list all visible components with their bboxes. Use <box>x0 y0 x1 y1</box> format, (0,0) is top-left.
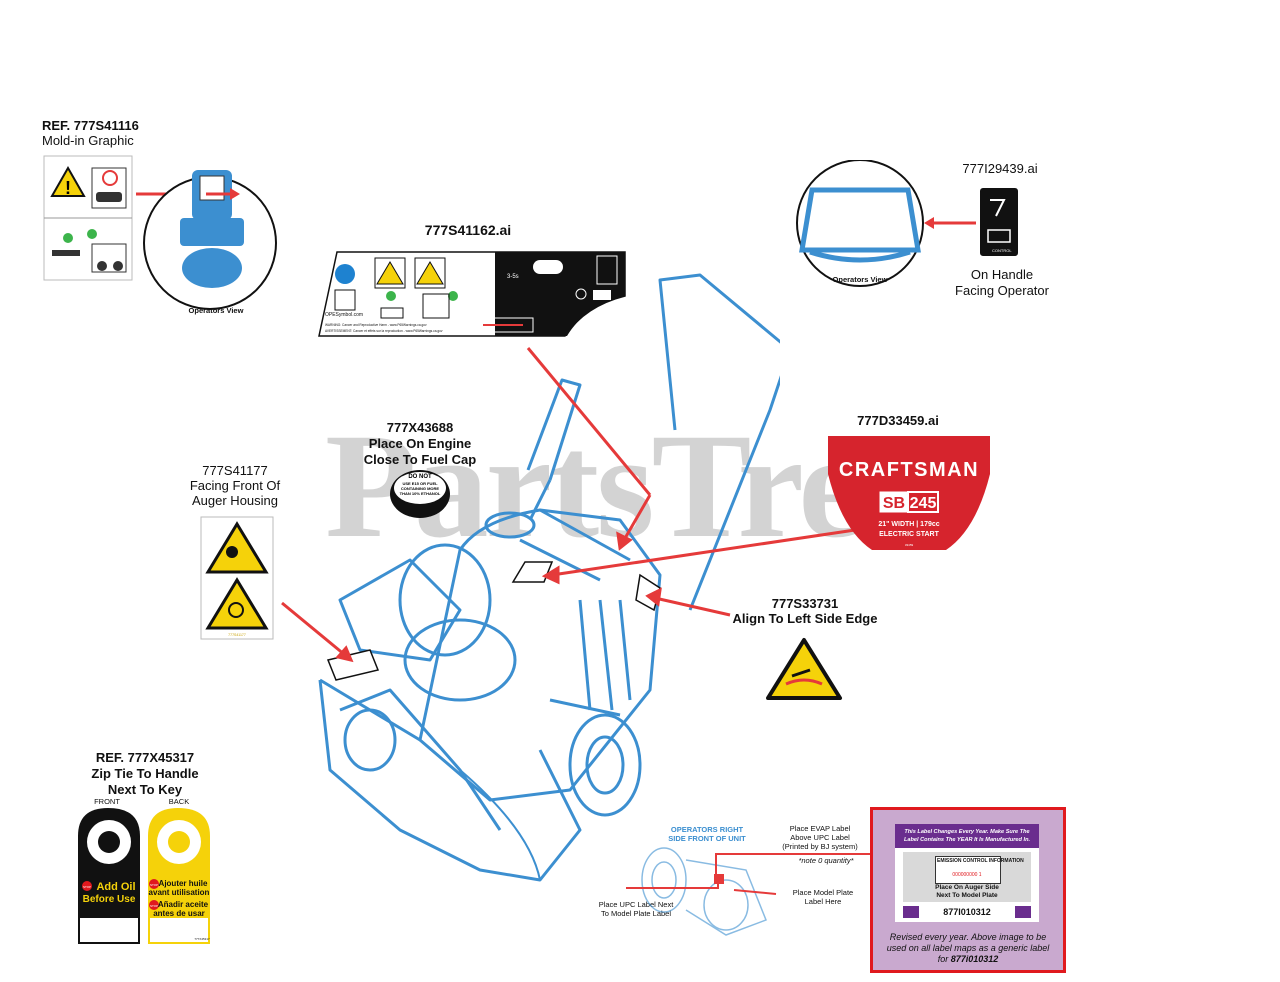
craftsman-start: ELECTRIC START <box>879 531 939 538</box>
zip-b4: antes de usar <box>153 909 205 918</box>
svg-text:!: ! <box>65 178 71 198</box>
fuel-t3: CONTAINING MORE <box>401 486 439 491</box>
year-rev-part: 877i010312 <box>950 954 999 964</box>
side-label-1: OPERATORS RIGHT <box>670 825 744 834</box>
panel-decal-graphic: 3-5s OPESymbol.com WARNING: Cancer and R… <box>318 251 626 337</box>
panel-warning2: AVERTISSEMENT: Cancer et effets sur la r… <box>325 329 443 333</box>
emission-num: 000000000 1 <box>952 872 982 878</box>
year-part: 877I010312 <box>919 906 1015 918</box>
emission-title: EMISSION CONTROL INFORMATION <box>937 858 1024 864</box>
auger-code: 777S41177 <box>228 633 246 637</box>
fuel-cap-line1: Place On Engine <box>368 436 472 451</box>
craftsman-brand: CRAFTSMAN <box>839 459 979 481</box>
auger-line1: Facing Front Of <box>189 478 281 493</box>
hot-surface-decal <box>766 638 842 700</box>
fuel-t2: USE E15 OR FUEL <box>402 481 438 486</box>
side-label-2: SIDE FRONT OF UNIT <box>668 834 746 843</box>
handle-view-label: Operators View <box>832 275 888 284</box>
year-label-frame: This Label Changes Every Year. Make Sure… <box>870 807 1066 973</box>
evap-note: *note 0 quantity* <box>798 856 854 865</box>
zip-front: FRONT <box>94 797 120 806</box>
warning-icon <box>50 165 86 197</box>
plate-2: Label Here <box>804 897 842 906</box>
zip-f1: Add Oil <box>96 881 135 893</box>
year-place2: Next To Model Plate <box>936 892 998 899</box>
panel-site-text: OPESymbol.com <box>325 312 363 318</box>
zip-f2: Before Use <box>83 894 136 905</box>
mold-in-desc: Mold-in Graphic <box>42 133 134 148</box>
handle-line2: Facing Operator <box>955 283 1049 298</box>
zip-stop-back2: STOP <box>150 904 158 908</box>
auger-ref: 777S41177 <box>202 463 268 478</box>
zip-line2: Next To Key <box>107 782 183 797</box>
fuel-cap-line2: Close To Fuel Cap <box>363 452 477 467</box>
year-label-header <box>895 824 1039 848</box>
handle-line1: On Handle <box>970 267 1034 282</box>
mold-in-view-label: Operators View <box>188 306 244 315</box>
upc-1: Place UPC Label Next <box>598 900 674 909</box>
year-label-card: This Label Changes Every Year. Make Sure… <box>895 824 1039 922</box>
edge-desc: Align To Left Side Edge <box>732 611 878 626</box>
year-h2: Label Contains The YEAR It Is Manufactur… <box>903 837 1031 843</box>
zip-code: 777X45317 <box>194 937 210 941</box>
zip-b2: avant utilisation <box>149 888 210 897</box>
evap-1: Place EVAP Label <box>789 824 851 833</box>
auger-line2: Auger Housing <box>192 493 278 508</box>
handle-decal-graphic: CONTROL <box>796 160 1018 287</box>
panel-warning1: WARNING: Cancer and Reproductive Harm - … <box>325 323 427 327</box>
year-rev3: for <box>937 954 949 964</box>
model-plate-diagram <box>626 847 870 936</box>
zip-ref: REF. 777X45317 <box>95 750 195 765</box>
zip-tie-tags: STOP Add Oil Before Use STOP Ajouter hui… <box>78 808 210 944</box>
zip-b1: Ajouter huile <box>159 879 208 888</box>
evap-2: Above UPC Label <box>790 833 850 842</box>
auger-decal: 777S41177 <box>200 516 274 640</box>
craftsman-model-num: 245 <box>910 495 937 512</box>
upc-2: To Model Plate Label <box>600 909 672 918</box>
fuel-t1: DO NOT <box>408 474 432 480</box>
zip-b3: Añadir aceite <box>158 900 209 909</box>
panel-decal-ref: 777S41162.ai <box>424 222 512 238</box>
craftsman-ref: 777D33459.ai <box>857 413 939 428</box>
mold-in-ref: REF. 777S41116 <box>42 118 139 133</box>
fuel-t4: THAN 10% ETHANOL <box>400 491 441 496</box>
year-rev1: Revised every year. Above image to be <box>889 932 1047 942</box>
fuel-cap-ref: 777X43688 <box>386 420 454 435</box>
year-rev3-line: for 877i010312 <box>877 954 1059 965</box>
craftsman-code: 33459 <box>905 543 914 547</box>
panel-speed-text: 3-5s <box>507 274 519 280</box>
zip-back: BACK <box>168 797 190 806</box>
craftsman-decal: CRAFTSMAN SB 245 21" WIDTH | 179cc ELECT… <box>828 436 990 550</box>
evap-3: (Printed by BJ system) <box>782 842 858 851</box>
edge-ref: 777S33731 <box>771 596 839 611</box>
year-rev2: used on all label maps as a generic labe… <box>886 943 1050 953</box>
panel-label-placement <box>511 561 554 583</box>
craftsman-model-prefix: SB <box>883 495 905 512</box>
plate-1: Place Model Plate <box>792 888 854 897</box>
handle-decal-tiny-text: CONTROL <box>992 248 1012 253</box>
handle-bar <box>658 273 780 611</box>
zip-stop-back1: STOP <box>150 883 158 887</box>
year-h1: This Label Changes Every Year. Make Sure… <box>904 829 1030 835</box>
fuel-cap-decal: DO NOT USE E15 OR FUEL CONTAINING MORE T… <box>390 470 450 518</box>
handle-decal-ref: 777I29439.ai <box>962 161 1038 176</box>
mold-in-graphic: ! <box>43 155 277 310</box>
craftsman-spec: 21" WIDTH | 179cc <box>878 521 939 528</box>
zip-line1: Zip Tie To Handle <box>91 766 199 781</box>
emission-card <box>935 856 1001 884</box>
year-place1: Place On Auger Side <box>935 884 999 891</box>
zip-stop-front: STOP <box>83 885 91 889</box>
